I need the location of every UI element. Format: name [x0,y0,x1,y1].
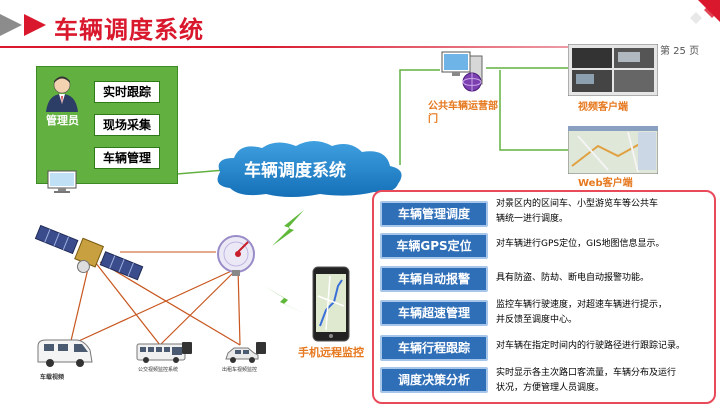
feature-desc-alarm: 具有防盗、防劫、断电自动报警功能。 [496,271,706,286]
corner-decoration-icon [690,0,720,24]
web-client-label: Web客户端 [578,178,633,189]
desc-line: 具有防盗、防劫、断电自动报警功能。 [496,273,650,283]
video-client-label: 视频客户端 [578,102,628,113]
feature-button-dispatch[interactable]: 车辆管理调度 [380,201,488,227]
feature-button-speeding[interactable]: 车辆超速管理 [380,300,488,326]
van-icon [37,339,93,367]
bus-camera-icon [182,342,192,354]
cloud-icon [217,141,402,197]
feature-desc-trip-tracking: 对车辆在指定时间内的行驶路径进行跟踪记录。 [496,339,706,354]
feature-button-decision[interactable]: 调度决策分析 [380,367,488,393]
antenna-dish-icon [217,235,255,276]
menu-realtime-tracking[interactable]: 实时跟踪 [94,81,160,103]
page-title: 车辆调度系统 [54,16,204,44]
desc-line: 并反馈至调度中心。 [496,315,578,325]
satellite-icon [34,224,144,281]
feature-desc-dispatch: 对景区内的区间车、小型游览车等公共车 辆统一进行调度。 [496,197,706,227]
feature-desc-speeding: 监控车辆行驶速度，对超速车辆进行提示， 并反馈至调度中心。 [496,298,706,328]
bus-caption: 公交视频监控系统 [138,367,179,373]
admin-role-label: 管理员 [46,114,79,127]
mobile-phone-icon [312,266,350,342]
wireless-signal-icon-2 [264,286,306,314]
menu-field-collection[interactable]: 现场采集 [94,114,160,136]
van-caption: 车载视频 [40,374,65,381]
desc-line: 对车辆在指定时间内的行驶路径进行跟踪记录。 [496,341,686,351]
taxi-camera-icon [256,342,266,354]
video-client-screen-icon [568,44,658,96]
desc-line: 监控车辆行驶速度，对超速车辆进行提示， [496,300,668,310]
feature-button-trip-tracking[interactable]: 车辆行程跟踪 [380,335,488,361]
desc-line: 实时显示各主次路口客流量，车辆分布及运行 [496,368,677,378]
monitor-icon [47,170,77,193]
page-number: 第 25 页 [660,46,700,57]
wireless-signal-icon [272,210,304,246]
feature-button-gps[interactable]: 车辆GPS定位 [380,233,488,259]
desc-line: 辆统一进行调度。 [496,214,569,224]
feature-desc-decision: 实时显示各主次路口客流量，车辆分布及运行 状况，方便管理人员调度。 [496,366,706,396]
desc-line: 对车辆进行GPS定位，GIS地图信息显示。 [496,239,665,249]
taxi-caption: 出租车视频监控 [222,367,258,373]
server-computer-icon [441,51,483,92]
taxi-car-icon [225,347,259,363]
bus-icon [136,343,186,363]
feature-desc-gps: 对车辆进行GPS定位，GIS地图信息显示。 [496,237,706,252]
desc-line: 状况，方便管理人员调度。 [496,383,605,393]
cloud-label: 车辆调度系统 [244,161,346,181]
mobile-monitor-label: 手机远程监控 [298,346,364,359]
administrator-icon [46,76,78,112]
web-client-map-icon [568,126,658,174]
title-underline [0,46,640,48]
desc-line: 对景区内的区间车、小型游览车等公共车 [496,199,659,209]
menu-vehicle-management[interactable]: 车辆管理 [94,147,160,169]
feature-button-alarm[interactable]: 车辆自动报警 [380,266,488,292]
public-department-label: 公共车辆运营部门 [428,101,498,125]
